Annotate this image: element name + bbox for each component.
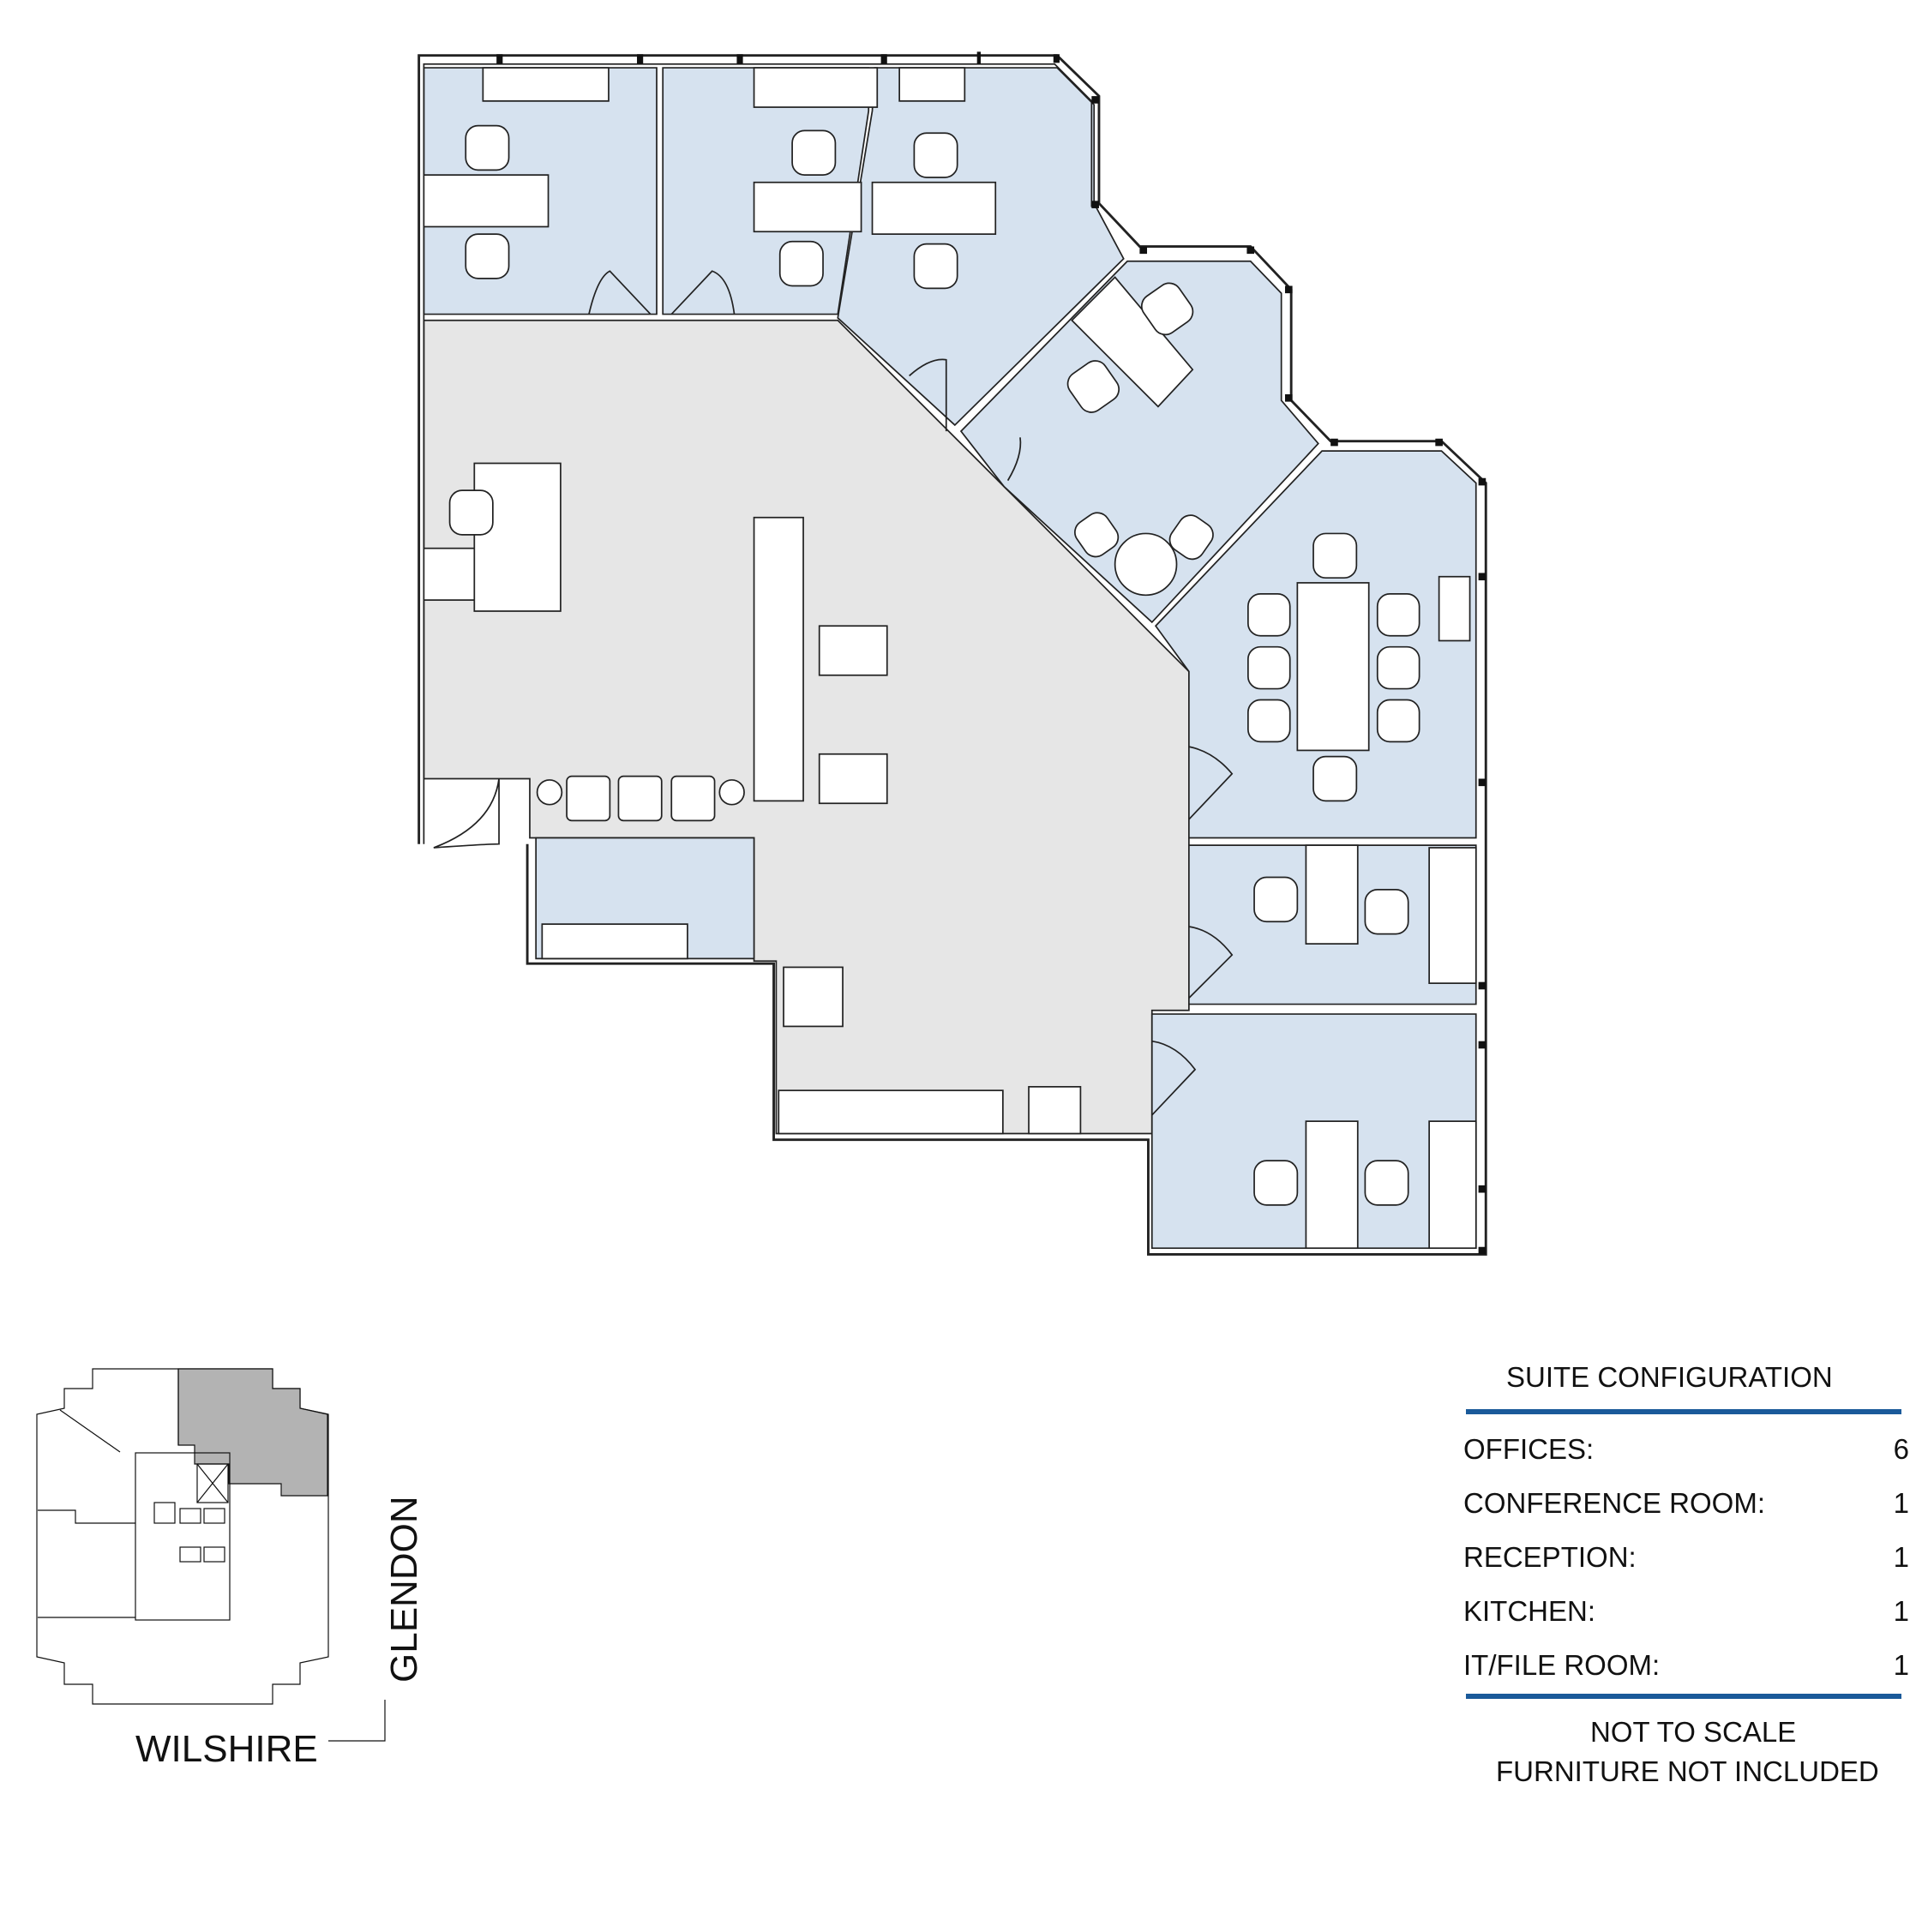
furniture [423,67,1477,1250]
window-mullions [496,51,1487,1255]
row-value: 1 [1893,1487,1909,1519]
legend-row-kitchen: KITCHEN: 1 [1463,1595,1909,1628]
legend-row-it-file: IT/FILE ROOM: 1 [1463,1649,1909,1682]
building-core [135,1452,231,1621]
legend-row-reception: RECEPTION: 1 [1463,1541,1909,1574]
row-label: OFFICES: [1463,1433,1595,1465]
street-connector-line [328,1700,386,1742]
elevators [153,1463,229,1563]
legend-divider-bottom [1466,1694,1901,1699]
suite-highlight [177,1368,328,1497]
street-label-wilshire: WILSHIRE [135,1728,318,1770]
door-swings [433,270,1234,1116]
row-value: 1 [1893,1649,1909,1681]
row-value: 1 [1893,1541,1909,1573]
chairs [448,124,1420,1206]
street-label-glendon: GLENDON [383,1496,425,1683]
row-value: 1 [1893,1595,1909,1627]
legend-title: SUITE CONFIGURATION [1506,1361,1833,1393]
key-plan [36,1368,386,1742]
row-label: KITCHEN: [1463,1595,1596,1627]
row-label: RECEPTION: [1463,1541,1637,1573]
note-furniture: FURNITURE NOT INCLUDED [1496,1755,1879,1787]
row-label: CONFERENCE ROOM: [1463,1487,1766,1519]
legend-row-conference: CONFERENCE ROOM: 1 [1463,1487,1909,1520]
office-4 [959,260,1319,624]
office-3 [837,67,1125,427]
row-value: 6 [1893,1433,1909,1465]
note-not-to-scale: NOT TO SCALE [1590,1716,1797,1748]
legend-divider-top [1466,1409,1901,1414]
legend-row-offices: OFFICES: 6 [1463,1433,1909,1466]
row-label: IT/FILE ROOM: [1463,1649,1661,1681]
